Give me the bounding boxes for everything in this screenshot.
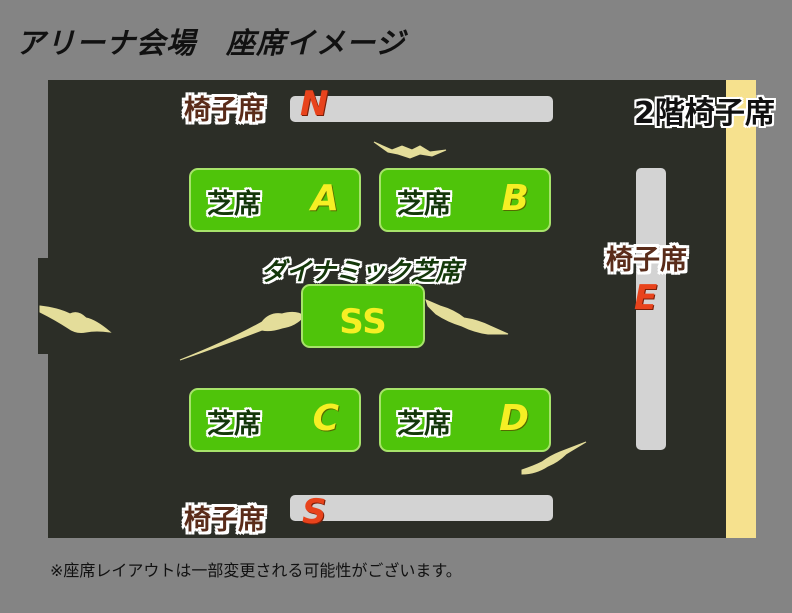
lawn-block-b: 芝席 B: [379, 168, 551, 232]
floor2-seating-band: [726, 80, 756, 538]
east-chair-label: 椅子席: [606, 245, 687, 276]
lawn-block-d-code: D: [499, 398, 529, 439]
east-chair-bar: [636, 168, 666, 450]
lawn-block-c-label: 芝席: [207, 409, 261, 440]
north-chair-bar: [290, 96, 553, 122]
dynamic-lawn-code: SS: [339, 302, 387, 342]
flourish-center-left: [179, 311, 305, 361]
lawn-block-c-code: C: [312, 398, 339, 439]
south-code: S: [302, 492, 327, 532]
lawn-block-d: 芝席 D: [379, 388, 551, 452]
flourish-center-right: [425, 299, 509, 335]
east-code: E: [634, 278, 658, 318]
south-chair-bar: [290, 495, 553, 521]
page-title: アリーナ会場 座席イメージ: [16, 26, 406, 60]
north-chair-label: 椅子席: [184, 95, 265, 126]
lawn-block-a-code: A: [311, 178, 339, 219]
lawn-block-a-label: 芝席: [207, 189, 261, 220]
lawn-block-a: 芝席 A: [189, 168, 361, 232]
lawn-block-d-label: 芝席: [397, 409, 451, 440]
lawn-block-c: 芝席 C: [189, 388, 361, 452]
south-chair-label: 椅子席: [184, 505, 265, 536]
flourish-bottom: [521, 441, 587, 475]
flourish-top: [373, 141, 447, 159]
dynamic-lawn-block: SS: [301, 284, 425, 348]
north-code: N: [300, 84, 329, 124]
floor2-label: 2階椅子席: [634, 96, 775, 131]
layout-note: ※座席レイアウトは一部変更される可能性がございます。: [50, 561, 462, 580]
flourish-left: [39, 305, 112, 333]
dynamic-lawn-label: ダイナミック芝席: [261, 257, 461, 286]
lawn-block-b-code: B: [501, 178, 529, 219]
lawn-block-b-label: 芝席: [397, 189, 451, 220]
